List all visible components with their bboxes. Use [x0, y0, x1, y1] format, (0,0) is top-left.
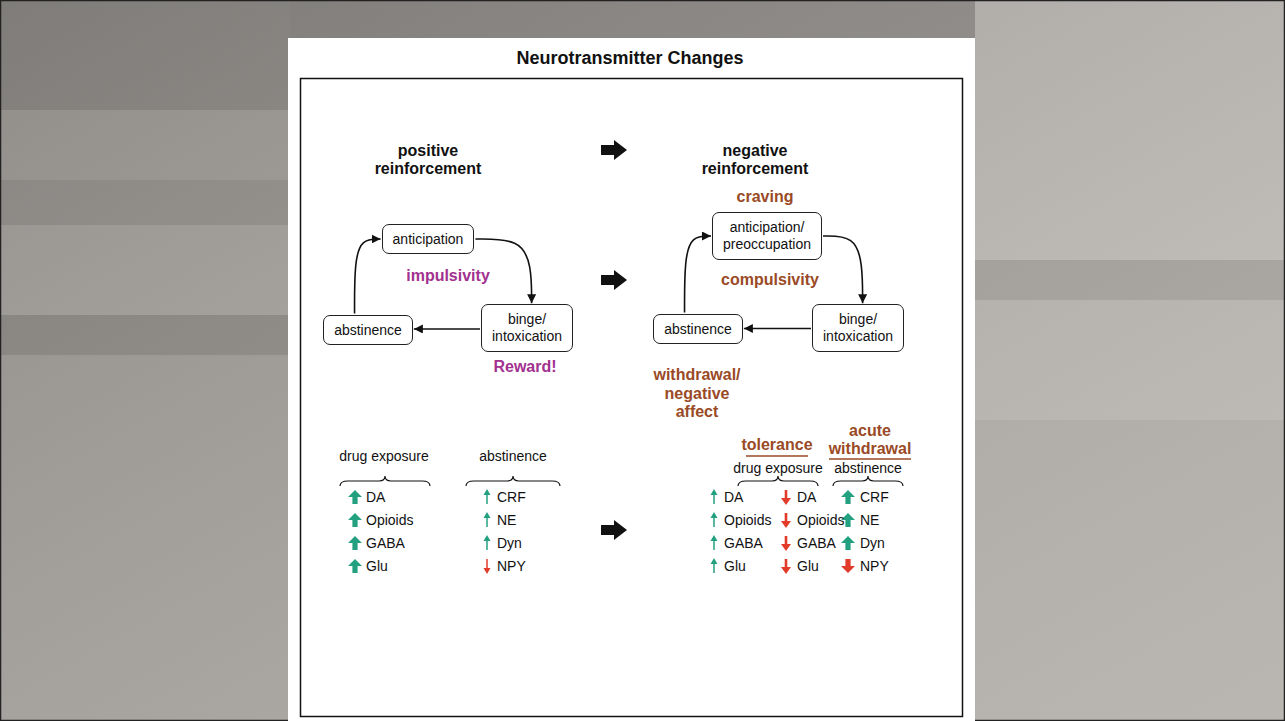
phase-heading: negative reinforcement — [702, 142, 809, 179]
brace — [340, 476, 430, 486]
block-arrow — [601, 270, 627, 290]
stage-label: impulsivity — [406, 267, 490, 285]
process-box: binge/ intoxication — [812, 304, 904, 352]
increase-arrow — [711, 512, 718, 527]
column-heading: abstinence — [834, 460, 902, 476]
cycle-arrow — [414, 328, 480, 330]
stage-label: compulsivity — [721, 271, 819, 289]
underline — [829, 458, 911, 460]
neurotransmitter-label: DA — [797, 489, 816, 505]
neurotransmitter-label: GABA — [366, 535, 405, 551]
neurotransmitter-label: Opioids — [724, 512, 771, 528]
cycle-arrow — [685, 236, 711, 313]
increase-arrow — [841, 490, 855, 504]
neurotransmitter-label: NPY — [860, 558, 889, 574]
process-box: abstinence — [653, 314, 743, 345]
block-arrow — [601, 140, 627, 160]
neurotransmitter-label: NE — [497, 512, 516, 528]
increase-arrow — [484, 512, 491, 527]
cycle-arrow — [355, 239, 381, 314]
increase-arrow — [711, 558, 718, 573]
neurotransmitter-label: NE — [860, 512, 879, 528]
cycle-arrow — [823, 236, 863, 303]
stage-label: acute withdrawal — [829, 422, 912, 459]
increase-arrow — [841, 536, 855, 550]
neurotransmitter-label: Dyn — [497, 535, 522, 551]
decrease-arrow — [781, 513, 791, 528]
box-text: abstinence — [664, 321, 732, 338]
stage-label: tolerance — [741, 436, 812, 454]
decrease-arrow — [781, 490, 791, 505]
increase-arrow — [711, 535, 718, 550]
box-text: binge/ intoxication — [823, 311, 893, 345]
diagram-title: Neurotransmitter Changes — [516, 48, 743, 69]
decrease-arrow — [781, 536, 791, 551]
white-panel — [288, 38, 975, 721]
decrease-arrow — [484, 559, 491, 574]
increase-arrow — [711, 489, 718, 504]
column-heading: drug exposure — [339, 448, 429, 464]
increase-arrow — [348, 490, 362, 504]
box-text: anticipation — [393, 231, 464, 248]
brace — [466, 476, 560, 486]
neurotransmitter-label: GABA — [724, 535, 763, 551]
stage-label: withdrawal/ negative affect — [653, 366, 740, 421]
increase-arrow — [348, 513, 362, 527]
process-box: abstinence — [323, 315, 413, 346]
column-heading: abstinence — [479, 448, 547, 464]
column-heading: drug exposure — [733, 460, 823, 476]
increase-arrow — [484, 489, 491, 504]
underline — [746, 455, 808, 457]
neurotransmitter-label: Opioids — [366, 512, 413, 528]
inner-border — [301, 79, 963, 717]
box-text: abstinence — [334, 322, 402, 339]
increase-arrow — [348, 559, 362, 573]
neurotransmitter-label: Opioids — [797, 512, 844, 528]
decrease-arrow — [841, 559, 855, 573]
process-box: anticipation — [382, 224, 475, 255]
process-box: binge/ intoxication — [481, 304, 573, 352]
neurotransmitter-label: DA — [366, 489, 385, 505]
brace — [833, 476, 903, 486]
stage-label: Reward! — [493, 358, 556, 376]
neurotransmitter-label: Dyn — [860, 535, 885, 551]
phase-heading: positive reinforcement — [375, 142, 482, 179]
neurotransmitter-label: DA — [724, 489, 743, 505]
neurotransmitter-label: GABA — [797, 535, 836, 551]
cycle-arrow — [744, 328, 811, 330]
box-text: anticipation/ preoccupation — [723, 219, 811, 253]
neurotransmitter-label: CRF — [860, 489, 889, 505]
neurotransmitter-label: Glu — [797, 558, 819, 574]
brace — [738, 476, 818, 486]
decrease-arrow — [781, 559, 791, 574]
increase-arrow — [484, 535, 491, 550]
process-box: anticipation/ preoccupation — [712, 212, 822, 260]
stage-label: craving — [737, 188, 794, 206]
neurotransmitter-label: Glu — [724, 558, 746, 574]
block-arrow — [601, 520, 627, 540]
neurotransmitter-label: CRF — [497, 489, 526, 505]
box-text: binge/ intoxication — [492, 311, 562, 345]
neurotransmitter-label: NPY — [497, 558, 526, 574]
neurotransmitter-label: Glu — [366, 558, 388, 574]
increase-arrow — [348, 536, 362, 550]
